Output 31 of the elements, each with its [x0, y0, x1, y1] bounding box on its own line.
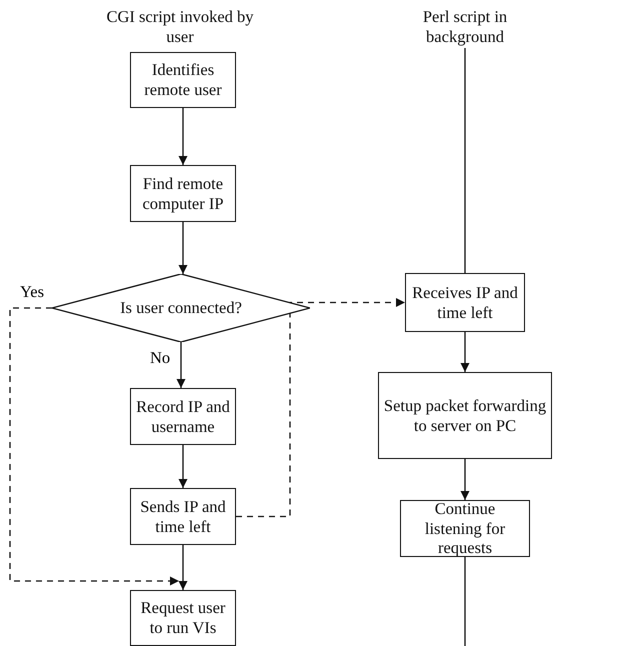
column-heading: CGI script invoked by user — [105, 7, 255, 47]
node-text: Record IP and username — [135, 396, 231, 436]
node-text: Sends IP and time left — [139, 496, 227, 536]
arrow — [178, 545, 188, 590]
arrow — [178, 222, 188, 274]
decision-diamond — [52, 274, 310, 342]
arrow — [178, 445, 188, 488]
node-text: Continue listening for requests — [424, 498, 506, 558]
node-text: Identifies remote user — [143, 60, 223, 100]
arrow — [178, 108, 188, 165]
arrow — [9, 307, 179, 586]
arrow — [460, 332, 470, 372]
column-heading: Perl script in background — [422, 7, 508, 47]
process-box — [130, 488, 236, 545]
node-text: Request user to run VIs — [140, 598, 226, 638]
node-text: Is user connected? — [119, 298, 243, 318]
process-box — [400, 500, 530, 557]
connector-line — [464, 557, 466, 646]
process-box — [130, 388, 236, 445]
connector-line — [464, 48, 466, 273]
arrow — [236, 298, 405, 518]
process-box — [130, 165, 236, 222]
node-text: Find remote computer IP — [141, 174, 225, 214]
node-text: Receives IP and time left — [411, 282, 519, 322]
process-box — [405, 273, 525, 332]
arrow — [176, 342, 186, 388]
process-box — [378, 372, 552, 459]
arrow — [460, 459, 470, 500]
process-box — [130, 52, 236, 108]
process-box — [130, 590, 236, 646]
node-text: Setup packet forwarding to server on PC — [382, 396, 548, 436]
